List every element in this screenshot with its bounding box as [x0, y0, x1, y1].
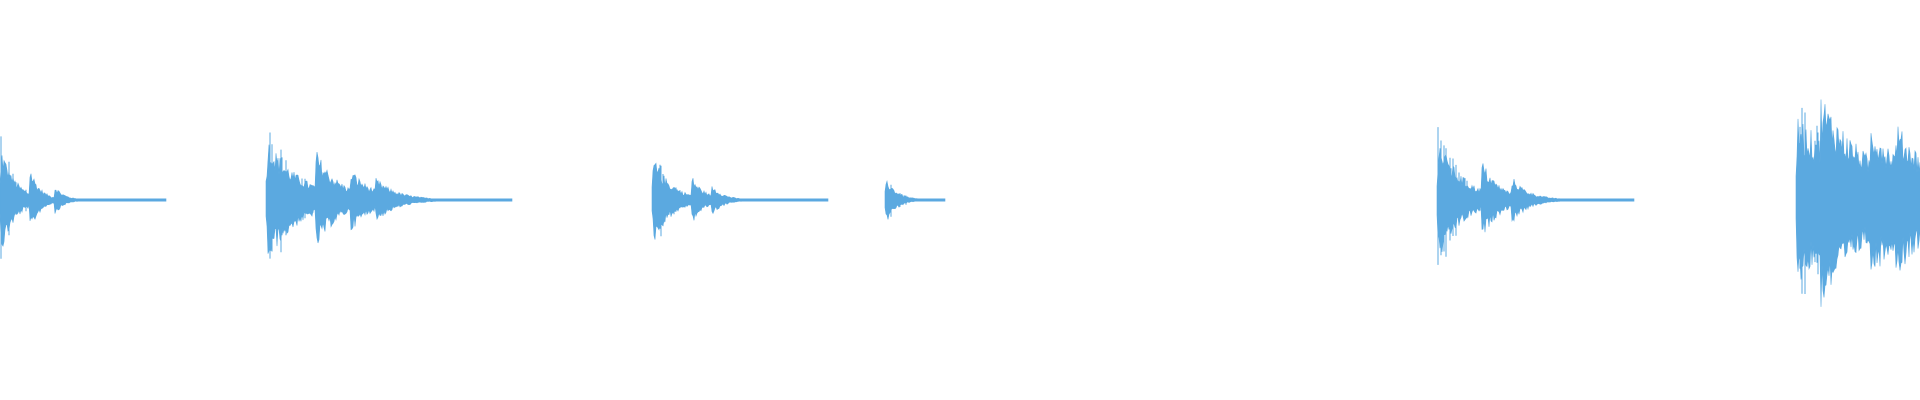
waveform-shape [651, 162, 829, 240]
waveform-shape [1795, 99, 1920, 307]
waveform-clips [0, 99, 1920, 307]
waveform-shape [1436, 148, 1635, 253]
waveform-shape [265, 144, 513, 254]
waveform-clip-5[interactable] [1436, 127, 1635, 265]
waveform-clip-1[interactable] [0, 136, 167, 259]
waveform-shape [0, 155, 167, 247]
waveform-clip-3[interactable] [651, 162, 829, 240]
waveform-clip-6[interactable] [1795, 99, 1920, 307]
waveform-clip-2[interactable] [265, 132, 513, 259]
waveform-clip-4[interactable] [884, 180, 946, 220]
